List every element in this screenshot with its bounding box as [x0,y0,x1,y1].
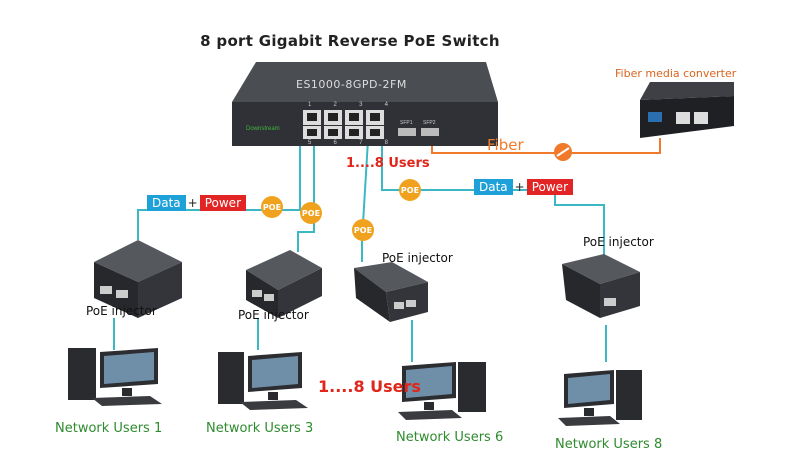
port-number: 1 [308,102,312,108]
data-power-right: Data + Power [474,179,573,195]
injector-8 [562,254,640,318]
data-tag: Data [147,195,186,211]
poe-badge: POE [300,202,322,224]
fiber-converter-label: Fiber media converter [615,67,737,80]
power-tag: Power [199,195,246,211]
cable-user-3 [297,140,315,252]
power-tag: Power [526,179,573,195]
switch-side-text: Downstream [246,126,280,132]
port-number: 7 [359,140,363,146]
port-number: 8 [384,140,388,146]
users-range-bottom: 1....8 Users [318,377,421,396]
user-label-8: Network Users 8 [555,437,663,452]
switch-model: ES1000-8GPD-2FM [296,78,407,91]
fiber-media-converter [640,82,734,138]
injector-1 [94,240,182,318]
fiber-cut-icon [554,143,572,161]
user-label-3: Network Users 3 [206,421,314,436]
user-label-6: Network Users 6 [396,430,504,445]
data-power-left: Data + Power [147,195,246,211]
ethernet-cables [113,139,607,362]
port-numbers-top: 1 2 3 4 [308,102,388,108]
fiber-label: Fiber [487,136,524,154]
port-number: 4 [384,102,388,108]
poe-badge: POE [352,219,374,241]
sfp-label-2: SFP2 [423,120,436,126]
injector-label-8: PoE injector [583,235,654,249]
port-number: 6 [333,140,337,146]
injector-label-6: PoE injector [382,251,453,265]
computer-1 [68,348,162,406]
poe-badge: POE [399,179,421,201]
computer-3 [218,352,308,410]
diagram-title: 8 port Gigabit Reverse PoE Switch [200,32,500,50]
poe-badge: POE [261,196,283,218]
user-label-1: Network Users 1 [55,421,163,436]
sfp-label-1: SFP1 [400,120,413,126]
data-tag: Data [474,179,513,195]
port-numbers-bottom: 5 6 7 8 [308,140,388,146]
port-number: 2 [333,102,337,108]
plus-sign: + [187,196,198,210]
injector-label-3: PoE injector [238,308,309,322]
fiber-cable [431,138,661,154]
injector-3 [246,250,322,318]
computer-8 [558,370,642,426]
poe-switch [232,62,498,146]
injector-6 [354,262,428,322]
port-number: 3 [359,102,363,108]
computer-6 [398,362,486,420]
injector-label-1: PoE injector [86,304,157,318]
users-range-top: 1....8 Users [346,156,430,171]
sfp-port-2 [421,128,439,136]
port-number: 5 [308,140,312,146]
sfp-port-1 [398,128,416,136]
cable-user-8 [381,140,605,260]
cable-user-1 [137,140,301,240]
plus-sign: + [514,180,525,194]
